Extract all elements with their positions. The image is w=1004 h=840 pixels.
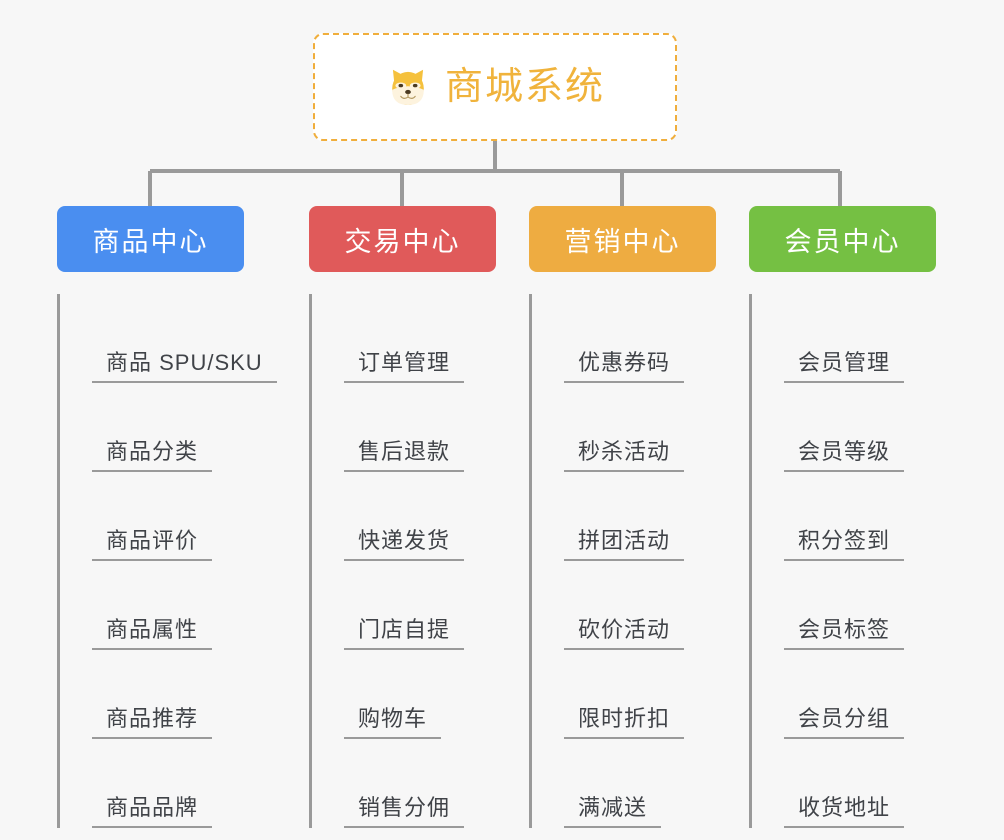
root-node[interactable]: 商城系统 (313, 33, 677, 141)
leaf-label: 门店自提 (344, 617, 465, 650)
leaf-label: 商品评价 (92, 528, 213, 561)
leaf-item[interactable]: 快递发货 (328, 472, 496, 561)
leaf-label: 快递发货 (344, 528, 465, 561)
leaf-label: 会员标签 (784, 617, 905, 650)
leaf-list-2: 优惠券码 秒杀活动 拼团活动 砍价活动 限时折扣 满减送 (529, 294, 716, 828)
branch-header-0[interactable]: 商品中心 (57, 206, 244, 272)
root-title: 商城系统 (444, 66, 605, 108)
leaf-item[interactable]: 门店自提 (328, 561, 496, 650)
leaf-item[interactable]: 会员等级 (768, 383, 936, 472)
branch-column-3: 会员中心 会员管理 会员等级 积分签到 会员标签 会员分组 收货地址 (749, 206, 936, 828)
leaf-label: 限时折扣 (564, 706, 685, 739)
branch-header-label-0: 商品中心 (92, 226, 209, 257)
leaf-label: 商品推荐 (92, 706, 213, 739)
branch-header-label-2: 营销中心 (564, 226, 681, 257)
branch-header-1[interactable]: 交易中心 (309, 206, 496, 272)
branch-column-0: 商品中心 商品 SPU/SKU 商品分类 商品评价 商品属性 商品推荐 商品品牌 (57, 206, 277, 828)
leaf-label: 订单管理 (344, 350, 465, 383)
leaf-item[interactable]: 会员标签 (768, 561, 936, 650)
leaf-item[interactable]: 优惠券码 (548, 294, 716, 383)
leaf-item[interactable]: 商品 SPU/SKU (76, 294, 277, 383)
leaf-label: 拼团活动 (564, 528, 685, 561)
leaf-label: 满减送 (564, 795, 662, 828)
leaf-item[interactable]: 商品属性 (76, 561, 277, 650)
leaf-label: 优惠券码 (564, 350, 685, 383)
leaf-label: 会员分组 (784, 706, 905, 739)
leaf-label: 销售分佣 (344, 795, 465, 828)
leaf-item[interactable]: 商品品牌 (76, 739, 277, 828)
leaf-item[interactable]: 商品分类 (76, 383, 277, 472)
leaf-list-1: 订单管理 售后退款 快递发货 门店自提 购物车 销售分佣 (309, 294, 496, 828)
leaf-item[interactable]: 会员分组 (768, 650, 936, 739)
leaf-item[interactable]: 收货地址 (768, 739, 936, 828)
branch-header-3[interactable]: 会员中心 (749, 206, 936, 272)
leaf-label: 收货地址 (784, 795, 905, 828)
leaf-item[interactable]: 商品推荐 (76, 650, 277, 739)
branch-header-label-1: 交易中心 (344, 226, 461, 257)
leaf-label: 商品属性 (92, 617, 213, 650)
leaf-item[interactable]: 销售分佣 (328, 739, 496, 828)
leaf-item[interactable]: 购物车 (328, 650, 496, 739)
leaf-label: 秒杀活动 (564, 439, 685, 472)
branch-header-label-3: 会员中心 (784, 226, 901, 257)
leaf-label: 商品品牌 (92, 795, 213, 828)
leaf-item[interactable]: 商品评价 (76, 472, 277, 561)
leaf-list-3: 会员管理 会员等级 积分签到 会员标签 会员分组 收货地址 (749, 294, 936, 828)
leaf-label: 购物车 (344, 706, 442, 739)
branch-column-1: 交易中心 订单管理 售后退款 快递发货 门店自提 购物车 销售分佣 (309, 206, 496, 828)
leaf-item[interactable]: 售后退款 (328, 383, 496, 472)
leaf-item[interactable]: 拼团活动 (548, 472, 716, 561)
leaf-label: 商品分类 (92, 439, 213, 472)
leaf-item[interactable]: 会员管理 (768, 294, 936, 383)
leaf-item[interactable]: 积分签到 (768, 472, 936, 561)
leaf-item[interactable]: 秒杀活动 (548, 383, 716, 472)
branch-column-2: 营销中心 优惠券码 秒杀活动 拼团活动 砍价活动 限时折扣 满减送 (529, 206, 716, 828)
leaf-label: 积分签到 (784, 528, 905, 561)
shiba-dog-face-icon (392, 69, 424, 105)
leaf-item[interactable]: 限时折扣 (548, 650, 716, 739)
leaf-label: 会员等级 (784, 439, 905, 472)
leaf-label: 售后退款 (344, 439, 465, 472)
leaf-item[interactable]: 订单管理 (328, 294, 496, 383)
leaf-item[interactable]: 满减送 (548, 739, 716, 828)
leaf-item[interactable]: 砍价活动 (548, 561, 716, 650)
leaf-label: 会员管理 (784, 350, 905, 383)
leaf-list-0: 商品 SPU/SKU 商品分类 商品评价 商品属性 商品推荐 商品品牌 (57, 294, 277, 828)
branch-header-2[interactable]: 营销中心 (529, 206, 716, 272)
leaf-label: 砍价活动 (564, 617, 685, 650)
leaf-label: 商品 SPU/SKU (92, 350, 277, 383)
